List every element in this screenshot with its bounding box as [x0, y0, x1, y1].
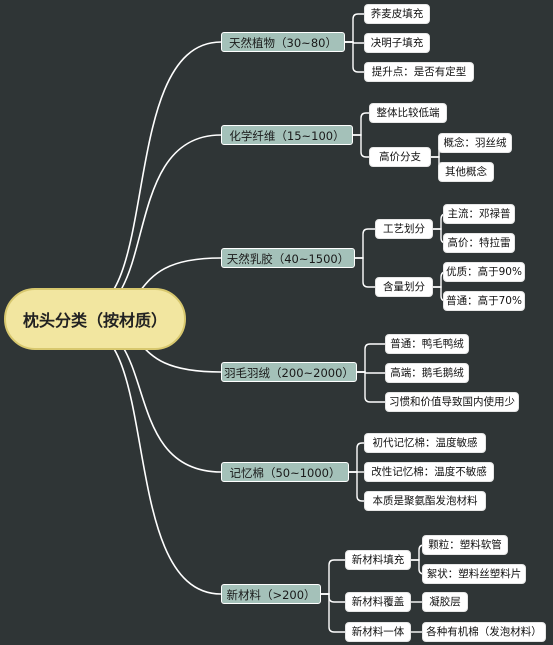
leaf-content-division[interactable]: 含量划分 [375, 277, 433, 297]
leaf-polyurethane[interactable]: 本质是聚氨酯发泡材料 [364, 491, 486, 511]
leaf-new-integral[interactable]: 新材料一体 [345, 622, 411, 642]
leaf-new-fill[interactable]: 新材料填充 [345, 550, 411, 570]
b0-link-0 [345, 13, 364, 43]
leaf-new-cover[interactable]: 新材料覆盖 [345, 592, 411, 612]
leaf-dunlop[interactable]: 主流：邓禄普 [443, 204, 515, 224]
leaf-low-end[interactable]: 整体比较低端 [369, 103, 447, 123]
b4-link-2 [349, 471, 364, 502]
leaf-improvement[interactable]: 提升点：是否有定型 [364, 62, 474, 82]
leaf-modified-foam[interactable]: 改性记忆棉：温度不敏感 [364, 462, 494, 482]
leaf-flocs[interactable]: 絮状：塑料丝塑料片 [422, 564, 526, 584]
leaf-gel-layer[interactable]: 凝胶层 [422, 592, 468, 612]
b1-link-0 [353, 112, 369, 136]
b2-link-0 [355, 228, 375, 259]
leaf-goose-down[interactable]: 高端：鹅毛鹅绒 [385, 363, 469, 383]
root-link-5 [84, 328, 222, 595]
branch-natural-latex[interactable]: 天然乳胶（40~1500） [221, 248, 355, 268]
root-link-1 [84, 134, 222, 314]
b3-link-0 [357, 343, 385, 373]
b0-link-2 [345, 41, 364, 73]
leaf-process-division[interactable]: 工艺划分 [375, 219, 433, 239]
b3-link-2 [357, 371, 385, 403]
b5-link-0 [321, 559, 345, 595]
leaf-first-gen-foam[interactable]: 初代记忆棉：温度敏感 [364, 433, 486, 453]
b5-link-2 [321, 593, 345, 633]
leaf-buckwheat[interactable]: 荞麦皮填充 [364, 4, 430, 24]
leaf-talalay[interactable]: 高价：特拉雷 [443, 233, 515, 253]
leaf-organic-foam[interactable]: 各种有机棉（发泡材料） [422, 622, 546, 642]
root-node[interactable]: 枕头分类（按材质） [4, 288, 186, 350]
b4-link-0 [349, 442, 364, 473]
b5-link-1 [321, 593, 345, 603]
root-link-0 [84, 41, 222, 310]
branch-new-materials[interactable]: 新材料（>200） [221, 584, 321, 604]
branch-natural-plant[interactable]: 天然植物（30~80） [221, 32, 345, 52]
b1-link-1 [353, 134, 369, 158]
leaf-domestic-usage[interactable]: 习惯和价值导致国内使用少 [385, 392, 519, 412]
leaf-premium-90[interactable]: 优质：高于90% [443, 262, 525, 282]
leaf-standard-70[interactable]: 普通：高于70% [443, 291, 525, 311]
branch-chemical-fiber[interactable]: 化学纤维（15~100） [221, 125, 353, 145]
branch-feather-down[interactable]: 羽毛羽绒（200~2000） [221, 362, 357, 382]
leaf-duck-down[interactable]: 普通：鸭毛鸭绒 [385, 334, 469, 354]
b2-link-1 [355, 257, 375, 288]
leaf-cassia-seed[interactable]: 决明子填充 [364, 33, 430, 53]
branch-memory-foam[interactable]: 记忆棉（50~1000） [221, 462, 349, 482]
leaf-pellets[interactable]: 颗粒：塑料软管 [422, 535, 508, 555]
leaf-other-concepts[interactable]: 其他概念 [438, 162, 494, 182]
leaf-feather-silk[interactable]: 概念：羽丝绒 [438, 133, 512, 153]
leaf-high-price-branch[interactable]: 高价分支 [369, 147, 431, 167]
